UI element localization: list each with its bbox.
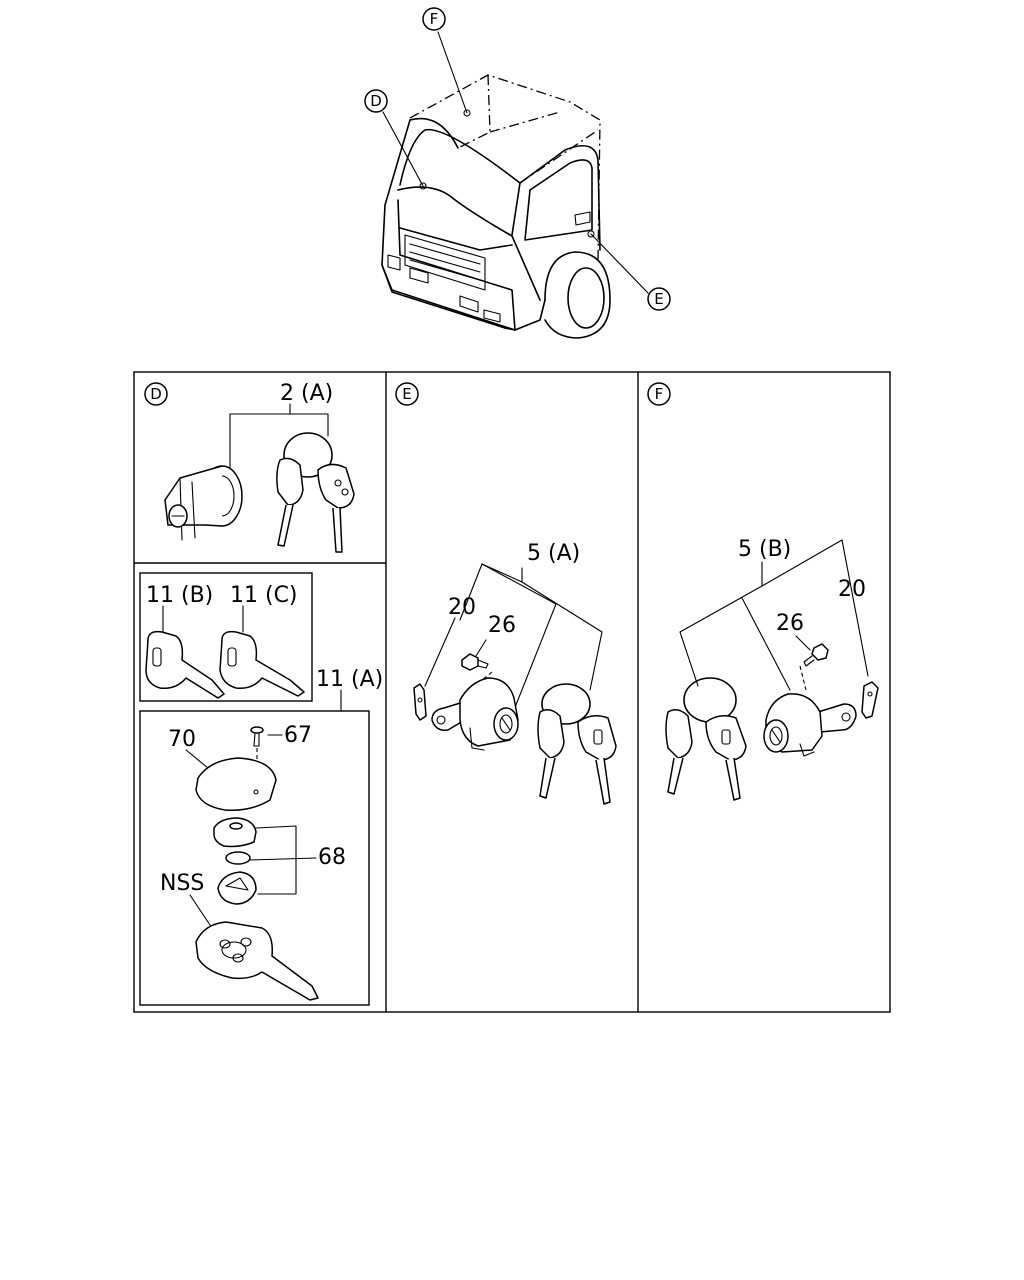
- battery-parts-68: [213, 817, 257, 905]
- label-26-f: 26: [776, 611, 804, 636]
- label-11c: 11 (C): [230, 583, 298, 608]
- door-key-set-e: [537, 683, 617, 805]
- door-key-set-f: [665, 677, 747, 801]
- screw-67: [250, 726, 264, 747]
- panel-d-tag: D: [144, 382, 168, 406]
- door-lock-cylinder-f: [763, 693, 857, 757]
- label-2a: 2 (A): [280, 381, 333, 406]
- door-lock-cylinder-e: [431, 677, 519, 751]
- label-5b: 5 (B): [738, 537, 791, 562]
- label-68: 68: [318, 845, 346, 870]
- svg-text:F: F: [655, 385, 664, 403]
- ignition-key-set: [276, 432, 355, 553]
- callout-f: F: [422, 7, 446, 31]
- remote-key-group: 11 (A) 70 67 68 NSS: [160, 667, 383, 1001]
- panel-f-tag: F: [647, 382, 671, 406]
- label-70: 70: [168, 727, 196, 752]
- remote-key-fob: [195, 921, 319, 1001]
- truck-cab-illustration: [381, 31, 649, 339]
- cover-70: [195, 757, 277, 812]
- label-20-f: 20: [838, 577, 866, 602]
- panel-d: D 2 (A): [144, 381, 355, 553]
- ignition-lock-cylinder: [164, 465, 243, 541]
- key-11b: [145, 630, 225, 699]
- svg-text:F: F: [430, 10, 439, 28]
- screw-26-e: [461, 653, 489, 671]
- panel-e: E 5 (A) 20 26: [395, 382, 617, 805]
- label-nss: NSS: [160, 871, 204, 896]
- svg-text:E: E: [654, 290, 663, 308]
- label-5a: 5 (A): [527, 541, 580, 566]
- screw-26-f: [803, 643, 829, 667]
- label-20-e: 20: [448, 595, 476, 620]
- svg-text:D: D: [150, 385, 162, 403]
- clip-20-e: [413, 683, 427, 721]
- callout-e: E: [647, 287, 671, 311]
- label-26-e: 26: [488, 613, 516, 638]
- clip-20-f: [861, 681, 879, 719]
- svg-text:D: D: [370, 92, 382, 110]
- label-11b: 11 (B): [146, 583, 213, 608]
- panel-frames: [133, 371, 891, 1013]
- label-11a: 11 (A): [316, 667, 383, 692]
- svg-text:E: E: [402, 385, 411, 403]
- spare-keys-group: 11 (B) 11 (C): [145, 583, 305, 699]
- panel-e-tag: E: [395, 382, 419, 406]
- label-67: 67: [284, 723, 312, 748]
- callout-d: D: [364, 89, 388, 113]
- panel-f: F 5 (B) 20 26: [647, 382, 879, 801]
- key-11c: [219, 630, 305, 697]
